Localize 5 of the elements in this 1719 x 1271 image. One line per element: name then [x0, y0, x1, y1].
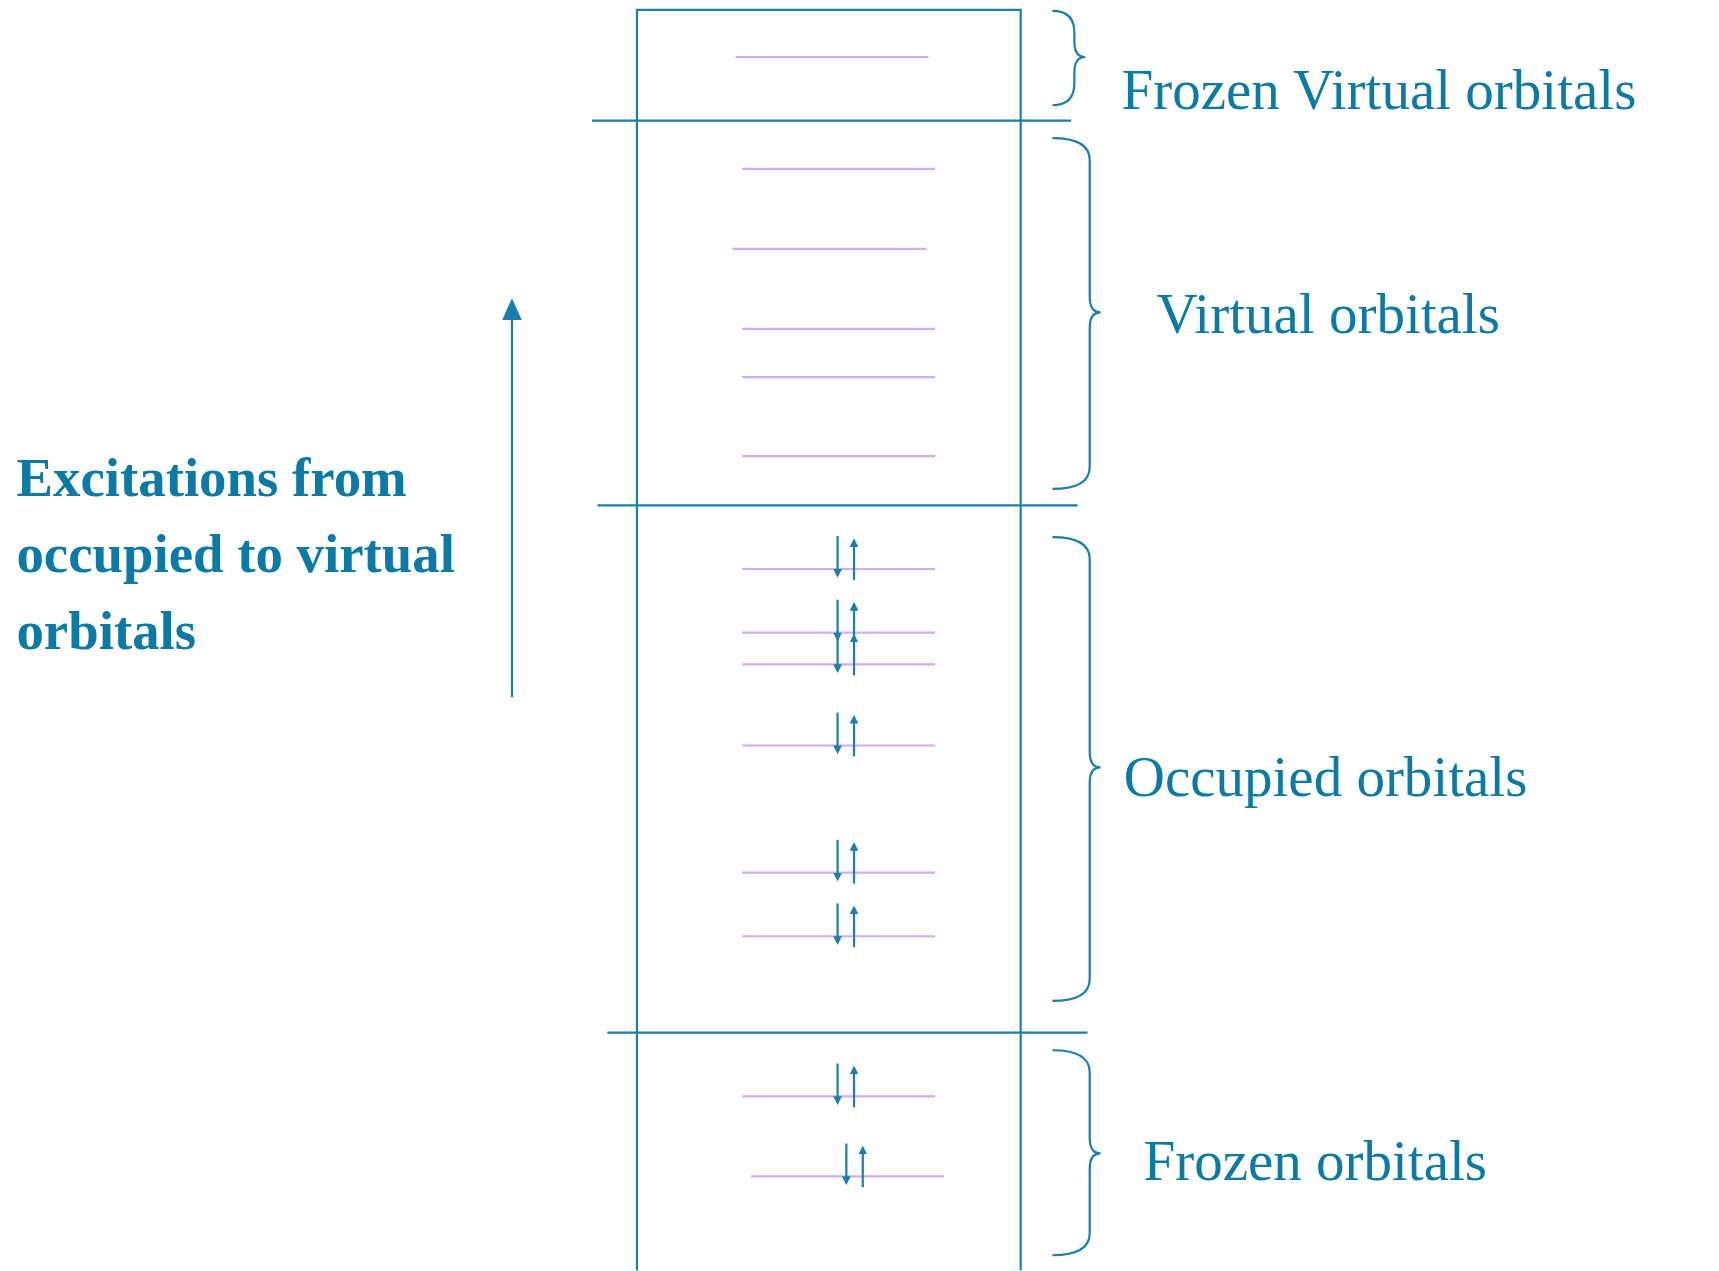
bracket-label: Virtual orbitals [1156, 281, 1500, 348]
excitation-caption: Excitations from occupied to virtual orbitals [16, 445, 456, 664]
bracket-label: Frozen orbitals [1143, 1128, 1487, 1194]
bracket-label: Frozen Virtual orbitals [1121, 57, 1637, 123]
bracket-label: Occupied orbitals [1123, 744, 1528, 810]
